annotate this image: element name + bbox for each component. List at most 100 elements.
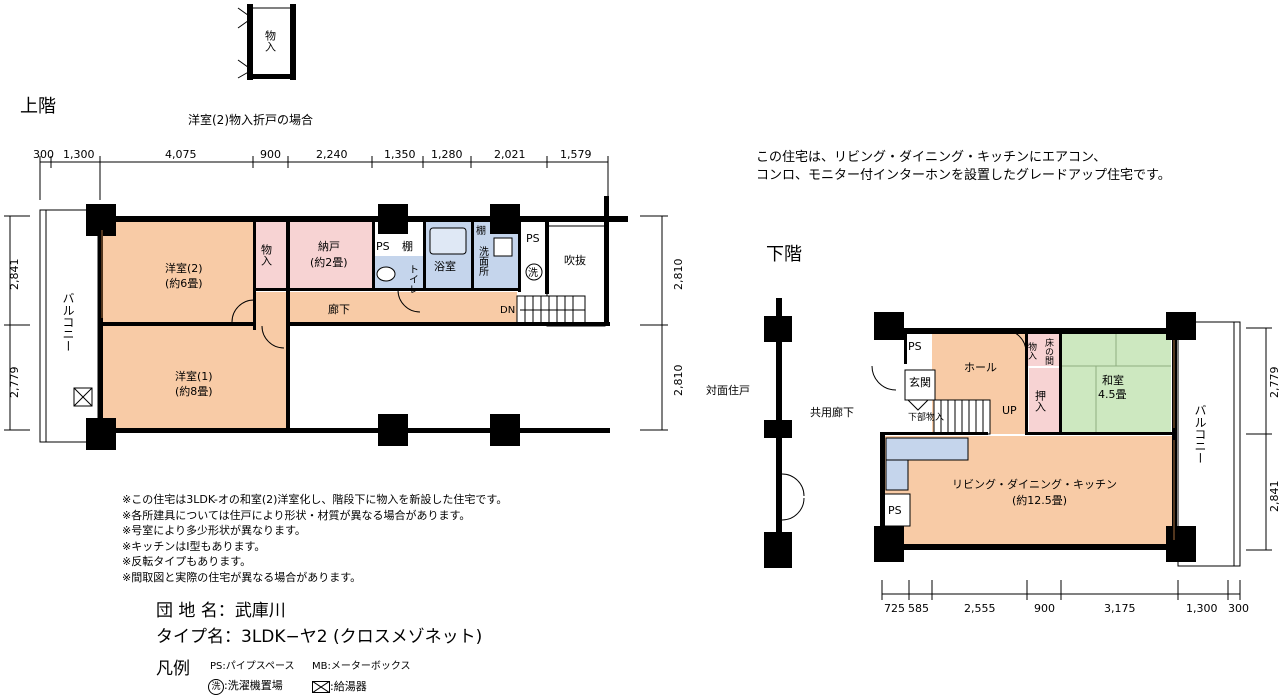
storeroom-name: 納戸 bbox=[318, 240, 340, 253]
upper-walls bbox=[86, 196, 628, 450]
lower-floor-label: 下階 bbox=[766, 244, 802, 265]
shelf-label-2: 棚 bbox=[476, 224, 486, 237]
ps-bottom-label: PS bbox=[888, 504, 902, 517]
dim-top-5: 2,240 bbox=[316, 148, 348, 161]
dim-bottom-1: 725 bbox=[884, 602, 905, 615]
upper-stairs bbox=[516, 295, 586, 325]
shelf-label-1: 棚 bbox=[402, 239, 413, 253]
lower-dim-right-2: 2,841 bbox=[1268, 481, 1281, 513]
western2-size: (約6畳) bbox=[165, 276, 203, 290]
upper-floor-plan: 物入 洋室(2)物入折戸の場合 上階 300 1,300 4,075 900 2… bbox=[4, 4, 685, 450]
description-line-2: コンロ、モニター付インターホンを設置したグレードアップ住宅です。 bbox=[756, 168, 1171, 183]
dim-top-1: 300 bbox=[33, 148, 54, 161]
lower-walls bbox=[874, 312, 1196, 562]
closet-lower bbox=[1027, 334, 1043, 366]
ps-label-2: PS bbox=[526, 232, 540, 245]
dim-left-2: 2,779 bbox=[8, 367, 21, 399]
common-corridor-label: 共用廊下 bbox=[810, 405, 854, 419]
note-line: ※反転タイプもあります。 bbox=[122, 555, 252, 568]
opposite-unit-sketch bbox=[764, 298, 805, 568]
closet-variant-caption: 洋室(2)物入折戸の場合 bbox=[188, 112, 313, 127]
dim-right-2: 2,810 bbox=[672, 365, 685, 397]
type-name-row: タイプ名：3LDK−ヤ2 (クロスメゾネット) bbox=[156, 622, 482, 647]
legend-mb: MB:メーターボックス bbox=[312, 661, 411, 672]
lower-stairs bbox=[933, 399, 991, 435]
dim-left-1: 2,841 bbox=[8, 259, 21, 291]
dim-bottom-7: 300 bbox=[1228, 602, 1249, 615]
dn-label: DN bbox=[500, 305, 515, 316]
lower-dimension-labels-bottom: 725 585 2,555 900 3,175 1,300 300 bbox=[884, 602, 1249, 615]
washer-mark-label: 洗 bbox=[528, 267, 538, 279]
dim-top-2: 1,300 bbox=[63, 148, 95, 161]
legend-label: 凡例 bbox=[156, 659, 190, 679]
dim-top-3: 4,075 bbox=[165, 148, 197, 161]
opposite-unit-label: 対面住戸 bbox=[706, 383, 750, 397]
note-line: ※この住宅は3LDK-オの和室(2)洋室化し、階段下に物入を新設した住宅です。 bbox=[122, 493, 508, 506]
ldk-size: (約12.5畳) bbox=[1012, 493, 1067, 507]
legend-ps: PS:パイプスペース bbox=[210, 661, 295, 672]
ps-top-label: PS bbox=[908, 340, 922, 353]
note-line: ※号室により多少形状が異なります。 bbox=[122, 524, 306, 537]
type-name-label: タイプ名： bbox=[156, 627, 241, 647]
dim-bottom-4: 900 bbox=[1034, 602, 1055, 615]
closet-variant-sketch: 物入 bbox=[237, 4, 296, 80]
ps-label-1: PS bbox=[376, 240, 390, 253]
complex-name-row: 団 地 名：武庫川 bbox=[156, 596, 286, 621]
upper-dimension-line-top bbox=[39, 156, 609, 200]
upper-room-labels: 洋室(2) (約6畳) 洋室(1) (約8畳) 物入 納戸 (約2畳) PS 棚… bbox=[165, 224, 586, 398]
washer-legend-icon: 洗 bbox=[208, 679, 224, 695]
washroom-label: 洗面所 bbox=[477, 246, 489, 277]
closet-label: 物入 bbox=[260, 243, 273, 266]
dim-bottom-6: 1,300 bbox=[1186, 602, 1218, 615]
japanese-room-name: 和室 bbox=[1102, 373, 1124, 387]
dim-top-9: 1,579 bbox=[560, 148, 592, 161]
washer-legend-text: :洗濯機置場 bbox=[224, 679, 283, 692]
japanese-room-size: 4.5畳 bbox=[1098, 388, 1127, 401]
dim-bottom-2: 585 bbox=[908, 602, 929, 615]
entrance-label: 玄関 bbox=[909, 375, 931, 389]
lower-balcony-label: バルコニー bbox=[1193, 404, 1207, 464]
western-room-2 bbox=[100, 220, 253, 325]
lower-dimension-line-right bbox=[1246, 327, 1272, 551]
western1-name: 洋室(1) bbox=[175, 369, 213, 383]
tatami-lines bbox=[1061, 334, 1171, 434]
note-line: ※間取図と実際の住宅が異なる場合があります。 bbox=[122, 570, 362, 584]
lower-doors bbox=[871, 329, 1175, 540]
upper-dimension-labels-top: 300 1,300 4,075 900 2,240 1,350 1,280 2,… bbox=[33, 148, 592, 161]
toilet-fixture bbox=[376, 266, 396, 282]
lower-dim-right-1: 2,779 bbox=[1268, 367, 1281, 399]
upper-dimension-line-right bbox=[640, 215, 668, 431]
note-line: ※キッチンはI型もあります。 bbox=[122, 539, 266, 553]
description-line-1: この住宅は、リビング・ダイニング・キッチンにエアコン、 bbox=[756, 150, 1107, 165]
complex-name-value: 武庫川 bbox=[234, 601, 286, 621]
stairwell-label: 吹抜 bbox=[564, 253, 586, 267]
storeroom bbox=[290, 220, 372, 290]
corridor-label: 廊下 bbox=[328, 302, 350, 316]
washer-mark bbox=[525, 263, 543, 281]
up-label: UP bbox=[1002, 404, 1017, 417]
dim-top-4: 900 bbox=[260, 148, 281, 161]
corridor-area bbox=[255, 292, 517, 325]
lower-dimension-line-bottom bbox=[881, 580, 1241, 600]
dim-top-6: 1,350 bbox=[384, 148, 416, 161]
legend-heater-row: :給湯器 bbox=[311, 678, 367, 694]
notes-list: ※この住宅は3LDK-オの和室(2)洋室化し、階段下に物入を新設した住宅です。 … bbox=[122, 492, 507, 585]
western1-size: (約8畳) bbox=[175, 384, 213, 398]
understair-storage-label: 下部物入 bbox=[908, 411, 944, 423]
toilet-label: トイレ bbox=[407, 264, 419, 294]
heater-legend-text: :給湯器 bbox=[330, 680, 367, 693]
lower-room-labels: PS ホール 物入 床の間 和室 4.5畳 玄関 下部物入 UP 押入 リビング… bbox=[888, 337, 1127, 517]
note-line: ※各所建具については住戸により形状・材質が異なる場合があります。 bbox=[122, 508, 471, 522]
lower-floor-plan: 下階 対面住戸 共用廊下 bbox=[706, 244, 1281, 615]
closet-room bbox=[255, 220, 288, 290]
closet-variant-room-label: 物入 bbox=[264, 29, 277, 52]
bathtub bbox=[429, 227, 467, 255]
storeroom-size: (約2畳) bbox=[310, 255, 348, 269]
alcove-label: 床の間 bbox=[1043, 337, 1054, 366]
ps-bottom-box bbox=[883, 493, 911, 527]
oshiire-label: 押入 bbox=[1034, 389, 1047, 412]
wash-basin bbox=[493, 237, 513, 257]
water-heater-icon bbox=[311, 680, 331, 694]
western-room-1 bbox=[100, 325, 288, 428]
